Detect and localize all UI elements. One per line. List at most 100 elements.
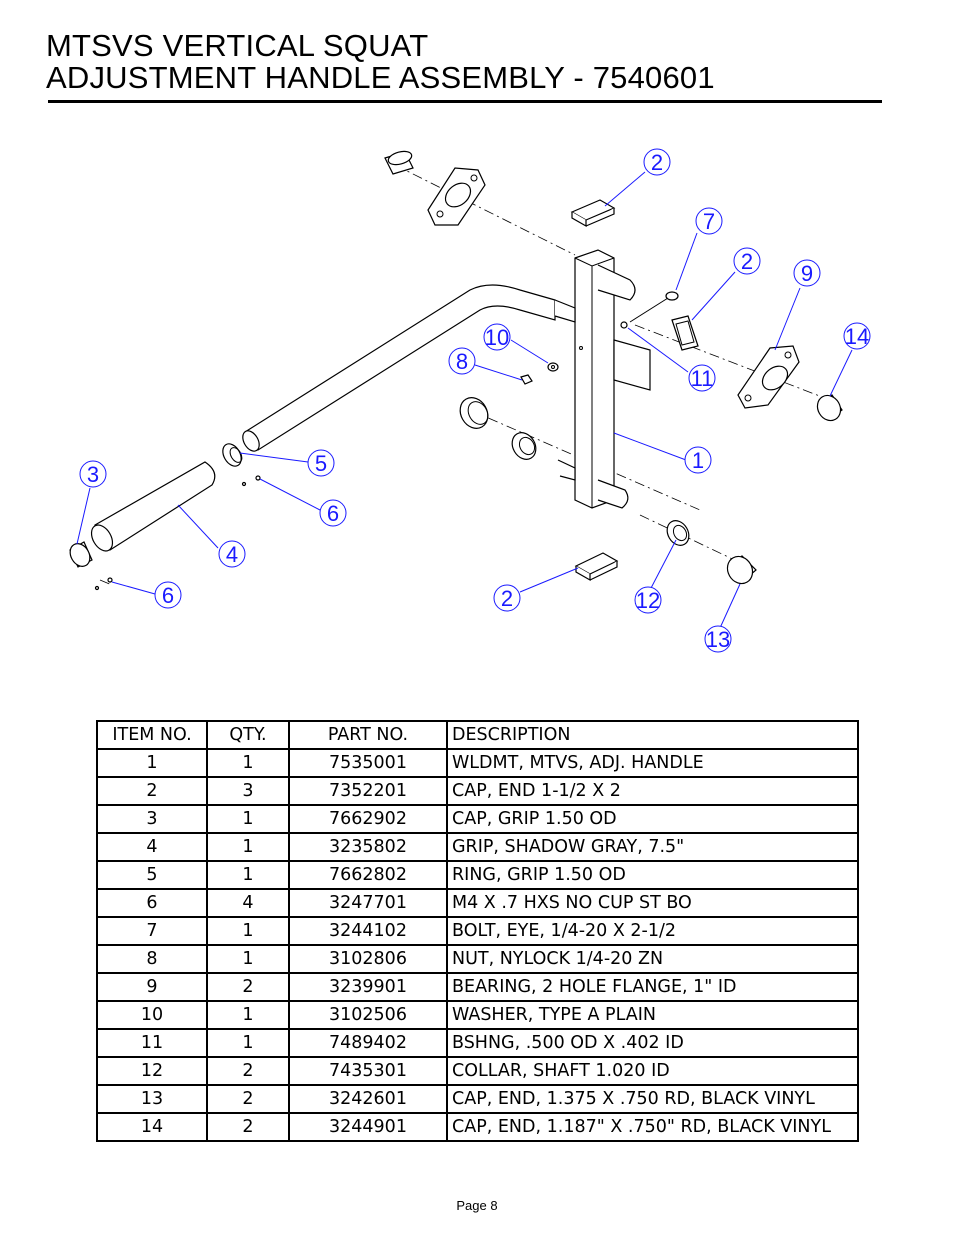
description-cell: CAP, END, 1.375 X .750 RD, BLACK VINYL <box>446 1084 859 1114</box>
description-cell: NUT, NYLOCK 1/4-20 ZN <box>446 944 859 974</box>
part-no-cell: 3247701 <box>288 888 448 918</box>
qty-cell: 4 <box>206 888 290 918</box>
callout-2-bottom: 2 <box>493 584 521 612</box>
description-cell: CAP, END 1-1/2 X 2 <box>446 776 859 806</box>
header-description: DESCRIPTION <box>446 720 859 750</box>
callout-1: 1 <box>684 446 712 474</box>
item-7-eye-bolt <box>629 291 679 323</box>
item-no-cell: 8 <box>96 944 208 974</box>
callout-12: 12 <box>634 586 662 614</box>
svg-text:6: 6 <box>327 501 339 526</box>
item-5-grip-ring <box>222 443 243 467</box>
svg-text:10: 10 <box>485 325 509 350</box>
item-no-cell: 3 <box>96 804 208 834</box>
svg-text:6: 6 <box>162 583 174 608</box>
item-1-weldment <box>554 249 651 509</box>
svg-text:11: 11 <box>691 366 714 391</box>
callout-6-bottom: 6 <box>154 581 182 609</box>
callout-3: 3 <box>79 460 107 488</box>
qty-cell: 2 <box>206 1084 290 1114</box>
header-qty: QTY. <box>206 720 290 750</box>
part-no-cell: 7662902 <box>288 804 448 834</box>
qty-cell: 1 <box>206 748 290 778</box>
svg-text:9: 9 <box>801 261 813 286</box>
part-no-cell: 7662802 <box>288 860 448 890</box>
item-no-cell: 12 <box>96 1056 208 1086</box>
item-2-end-cap-top <box>384 150 414 175</box>
part-no-cell: 3102506 <box>288 1000 448 1030</box>
item-8-nut <box>520 374 533 385</box>
item-1-handle-tube <box>242 284 556 452</box>
part-no-cell: 3235802 <box>288 832 448 862</box>
title-line-2: ADJUSTMENT HANDLE ASSEMBLY - 7540601 <box>46 60 715 95</box>
title-underline <box>48 100 882 103</box>
qty-cell: 1 <box>206 1028 290 1058</box>
callout-10: 10 <box>483 323 511 351</box>
page-number: Page 8 <box>456 1198 498 1213</box>
qty-cell: 1 <box>206 1000 290 1030</box>
item-9-bearing-top <box>427 167 486 226</box>
part-no-cell: 7435301 <box>288 1056 448 1086</box>
qty-cell: 1 <box>206 860 290 890</box>
callout-5: 5 <box>307 449 335 477</box>
part-no-cell: 7352201 <box>288 776 448 806</box>
qty-cell: 2 <box>206 972 290 1002</box>
description-cell: BEARING, 2 HOLE FLANGE, 1" ID <box>446 972 859 1002</box>
header-item-no: ITEM NO. <box>96 720 208 750</box>
qty-cell: 1 <box>206 832 290 862</box>
title-line-1: MTSVS VERTICAL SQUAT <box>46 28 429 63</box>
svg-text:3: 3 <box>87 462 99 487</box>
qty-cell: 1 <box>206 804 290 834</box>
item-9-bearing-right <box>737 345 800 409</box>
part-no-cell: 3239901 <box>288 972 448 1002</box>
svg-text:8: 8 <box>456 349 468 374</box>
description-cell: COLLAR, SHAFT 1.020 ID <box>446 1056 859 1086</box>
item-4-grip <box>90 461 216 552</box>
svg-text:2: 2 <box>501 586 513 611</box>
description-cell: WLDMT, MTVS, ADJ. HANDLE <box>446 748 859 778</box>
qty-cell: 2 <box>206 1112 290 1142</box>
item-10-washer <box>547 362 559 372</box>
callout-6-mid: 6 <box>319 499 347 527</box>
item-6-set-screw <box>94 475 261 591</box>
part-no-cell: 3242601 <box>288 1084 448 1114</box>
item-2-square-cap <box>570 199 616 228</box>
qty-cell: 1 <box>206 944 290 974</box>
item-no-cell: 1 <box>96 748 208 778</box>
svg-text:2: 2 <box>741 249 753 274</box>
svg-text:5: 5 <box>315 451 327 476</box>
item-11-bushing <box>620 321 628 329</box>
item-no-cell: 13 <box>96 1084 208 1114</box>
qty-cell: 3 <box>206 776 290 806</box>
callout-9: 9 <box>793 259 821 287</box>
item-12-collar-right <box>666 520 690 546</box>
item-no-cell: 10 <box>96 1000 208 1030</box>
item-12-collar-left <box>459 397 489 429</box>
callout-2-top: 2 <box>643 148 671 176</box>
qty-cell: 2 <box>206 1056 290 1086</box>
item-no-cell: 14 <box>96 1112 208 1142</box>
description-cell: WASHER, TYPE A PLAIN <box>446 1000 859 1030</box>
callout-4: 4 <box>218 540 246 568</box>
item-2-square-cap-bottom <box>574 552 619 582</box>
description-cell: M4 X .7 HXS NO CUP ST BO <box>446 888 859 918</box>
leader-lines <box>76 171 853 629</box>
item-no-cell: 9 <box>96 972 208 1002</box>
part-no-cell: 7489402 <box>288 1028 448 1058</box>
item-no-cell: 2 <box>96 776 208 806</box>
part-no-cell: 3102806 <box>288 944 448 974</box>
svg-text:2: 2 <box>651 150 663 175</box>
description-cell: CAP, GRIP 1.50 OD <box>446 804 859 834</box>
